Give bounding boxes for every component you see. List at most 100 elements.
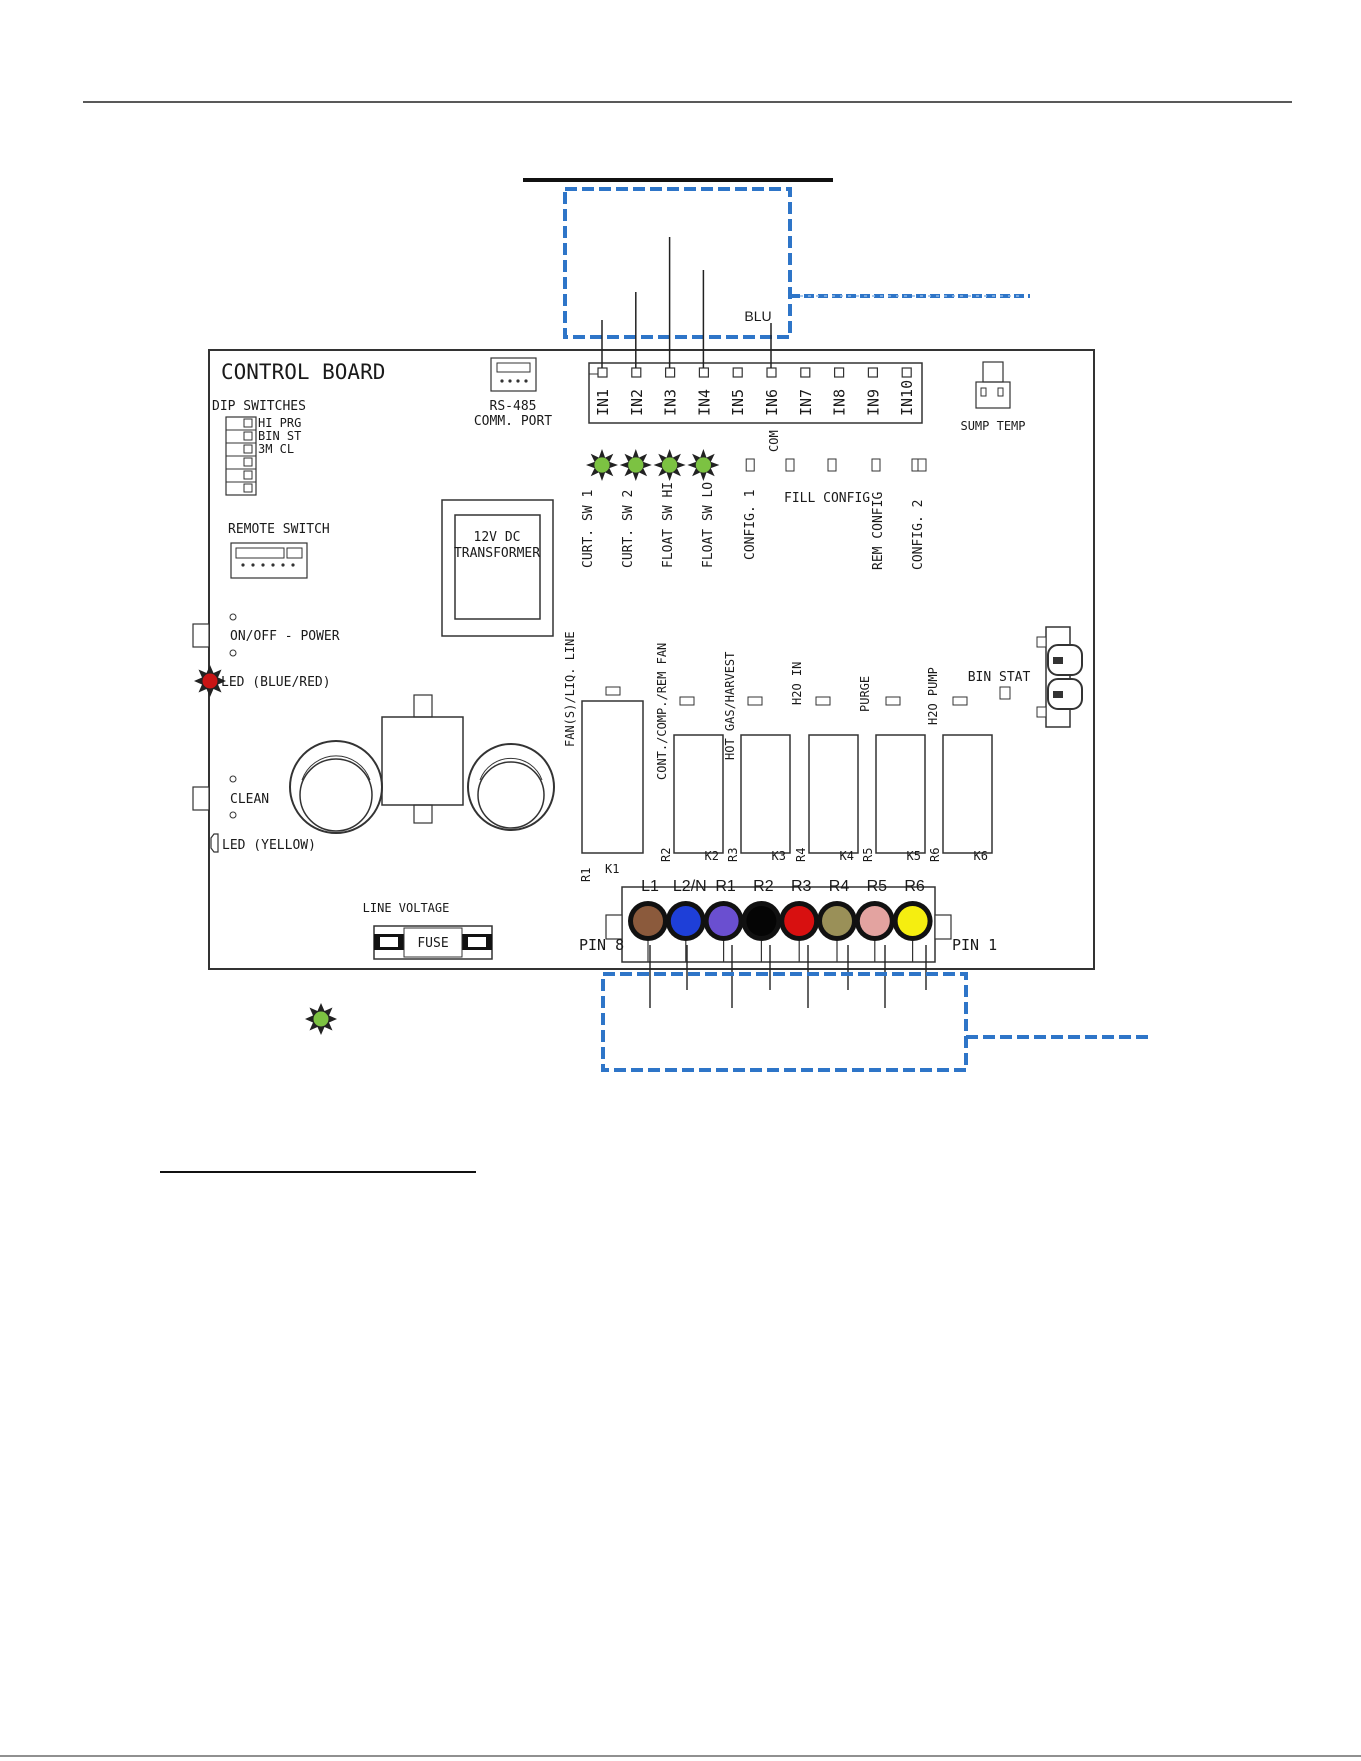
terminal-label-1: L1: [641, 878, 659, 895]
fuse-holder: [373, 925, 493, 960]
relay-function-label-5: PURGE: [858, 676, 872, 712]
terminal-wire-3[interactable]: [708, 906, 739, 936]
input-pin-in3[interactable]: [664, 367, 676, 378]
relay-led-k1: [605, 686, 621, 696]
input-pin-in9[interactable]: [867, 367, 879, 378]
bin-stat-label: BIN STAT: [968, 670, 1031, 685]
input-indicator-label-10: CONFIG. 2: [911, 500, 926, 570]
pin8-label: PIN 8: [579, 936, 624, 954]
input-pin-in1[interactable]: [597, 367, 608, 378]
terminal-wire-2[interactable]: [670, 906, 701, 936]
terminal-wire-6[interactable]: [822, 906, 852, 936]
input-indicator-label-5: CONFIG. 1: [743, 490, 758, 560]
fuse-label: FUSE: [417, 936, 448, 951]
relay-k-label-5: K5: [907, 849, 921, 863]
relay-r-label-5: R5: [861, 848, 875, 862]
remote-switch-connector[interactable]: [230, 542, 308, 579]
pin1-label: PIN 1: [952, 936, 997, 954]
fill-config-label: FILL CONFIG: [784, 491, 870, 506]
power-led: [194, 665, 226, 697]
terminal-label-5: R3: [791, 878, 812, 895]
dip-switch-block[interactable]: [225, 416, 257, 496]
input-label-in2: IN2: [628, 389, 646, 416]
relay-led-k5: [885, 696, 901, 706]
relay-r-label-6: R6: [928, 848, 942, 862]
input-pin-in6[interactable]: [766, 367, 777, 378]
terminal-wire-1[interactable]: [633, 906, 663, 936]
terminal-wire-5[interactable]: [784, 906, 815, 936]
board-title: CONTROL BOARD: [221, 360, 385, 384]
input-pin-in7[interactable]: [800, 367, 811, 378]
relay-r-label-3: R3: [726, 848, 740, 862]
relay-k2: [673, 734, 724, 854]
com-label: COM: [767, 430, 781, 452]
remote-switch-label: REMOTE SWITCH: [228, 522, 330, 537]
input-indicator-label-4: FLOAT SW LO: [701, 482, 716, 568]
input-pin-in8[interactable]: [833, 367, 845, 378]
input-led-in6: [785, 458, 795, 472]
relay-led-k3: [747, 696, 763, 706]
input-label-in4: IN4: [695, 389, 713, 416]
terminal-wire-4[interactable]: [746, 906, 777, 936]
sump-temp-connector[interactable]: [975, 361, 1011, 409]
relay-r-label-4: R4: [794, 848, 808, 862]
input-label-in8: IN8: [831, 389, 849, 416]
bin-stat-connector[interactable]: [1036, 626, 1083, 728]
input-pin-in2[interactable]: [631, 367, 642, 378]
line-voltage-label: LINE VOLTAGE: [363, 901, 450, 915]
input-led-in1: [586, 449, 618, 481]
input-led-in10: [917, 458, 927, 472]
relay-r-label-1: R1: [579, 868, 593, 882]
terminal-label-2: L2/N: [673, 878, 707, 895]
input-led-in5: [745, 458, 755, 472]
clean-switch-label: CLEAN: [230, 792, 269, 807]
comm-port-label: COMM. PORT: [474, 414, 552, 429]
relay-r-label-2: R2: [659, 848, 673, 862]
input-led-in2: [619, 449, 652, 481]
terminal-label-4: R2: [753, 878, 774, 895]
input-label-in7: IN7: [797, 389, 815, 416]
input-label-in5: IN5: [729, 389, 747, 416]
terminal-wire-7[interactable]: [859, 906, 890, 936]
capacitor-left: [289, 740, 383, 834]
terminal-wire-8[interactable]: [897, 906, 928, 936]
rs485-port[interactable]: [490, 357, 537, 392]
relay-k6: [942, 734, 993, 854]
power-switch[interactable]: [192, 623, 210, 648]
input-led-in3: [653, 449, 686, 481]
dip-switches-title: DIP SWITCHES: [212, 399, 306, 414]
input-label-in1: IN1: [594, 389, 612, 416]
blu-wire-label: BLU: [744, 308, 771, 324]
terminal-strip-latch-left: [605, 914, 623, 940]
input-wiring-box: [563, 187, 792, 339]
relay-function-label-6: H2O PUMP: [926, 667, 940, 725]
relay-led-k4: [815, 696, 831, 706]
legend-green-led: [305, 1003, 337, 1035]
relay-k-label-6: K6: [974, 849, 988, 863]
terminal-label-8: R6: [904, 878, 925, 895]
power-switch-label: ON/OFF - POWER: [230, 629, 340, 644]
relay-function-label-3: HOT GAS/HARVEST: [723, 652, 737, 760]
input-header: [588, 362, 923, 424]
input-label-in9: IN9: [864, 389, 882, 416]
rs485-label: RS-485: [490, 399, 537, 414]
relay-function-label-1: FAN(S)/LIQ. LINE: [563, 631, 577, 747]
input-pin-in5[interactable]: [732, 367, 743, 378]
clean-led-label: LED (YELLOW): [222, 838, 316, 853]
relay-function-label-4: H2O IN: [790, 662, 804, 705]
relay-k4: [808, 734, 859, 854]
bin-stat-led: [999, 686, 1011, 700]
relay-k-label-1: K1: [605, 862, 619, 876]
transformer-label-1: 12V DC: [474, 530, 521, 545]
input-pin-in4[interactable]: [698, 367, 710, 378]
relay-k-label-4: K4: [840, 849, 854, 863]
transformer: [441, 499, 554, 637]
terminal-label-7: R5: [867, 878, 888, 895]
input-pin-in10[interactable]: [901, 367, 912, 378]
input-label-in3: IN3: [662, 389, 680, 416]
dip-label-hi-prg: HI PRG: [258, 416, 301, 430]
clean-switch[interactable]: [192, 786, 210, 811]
